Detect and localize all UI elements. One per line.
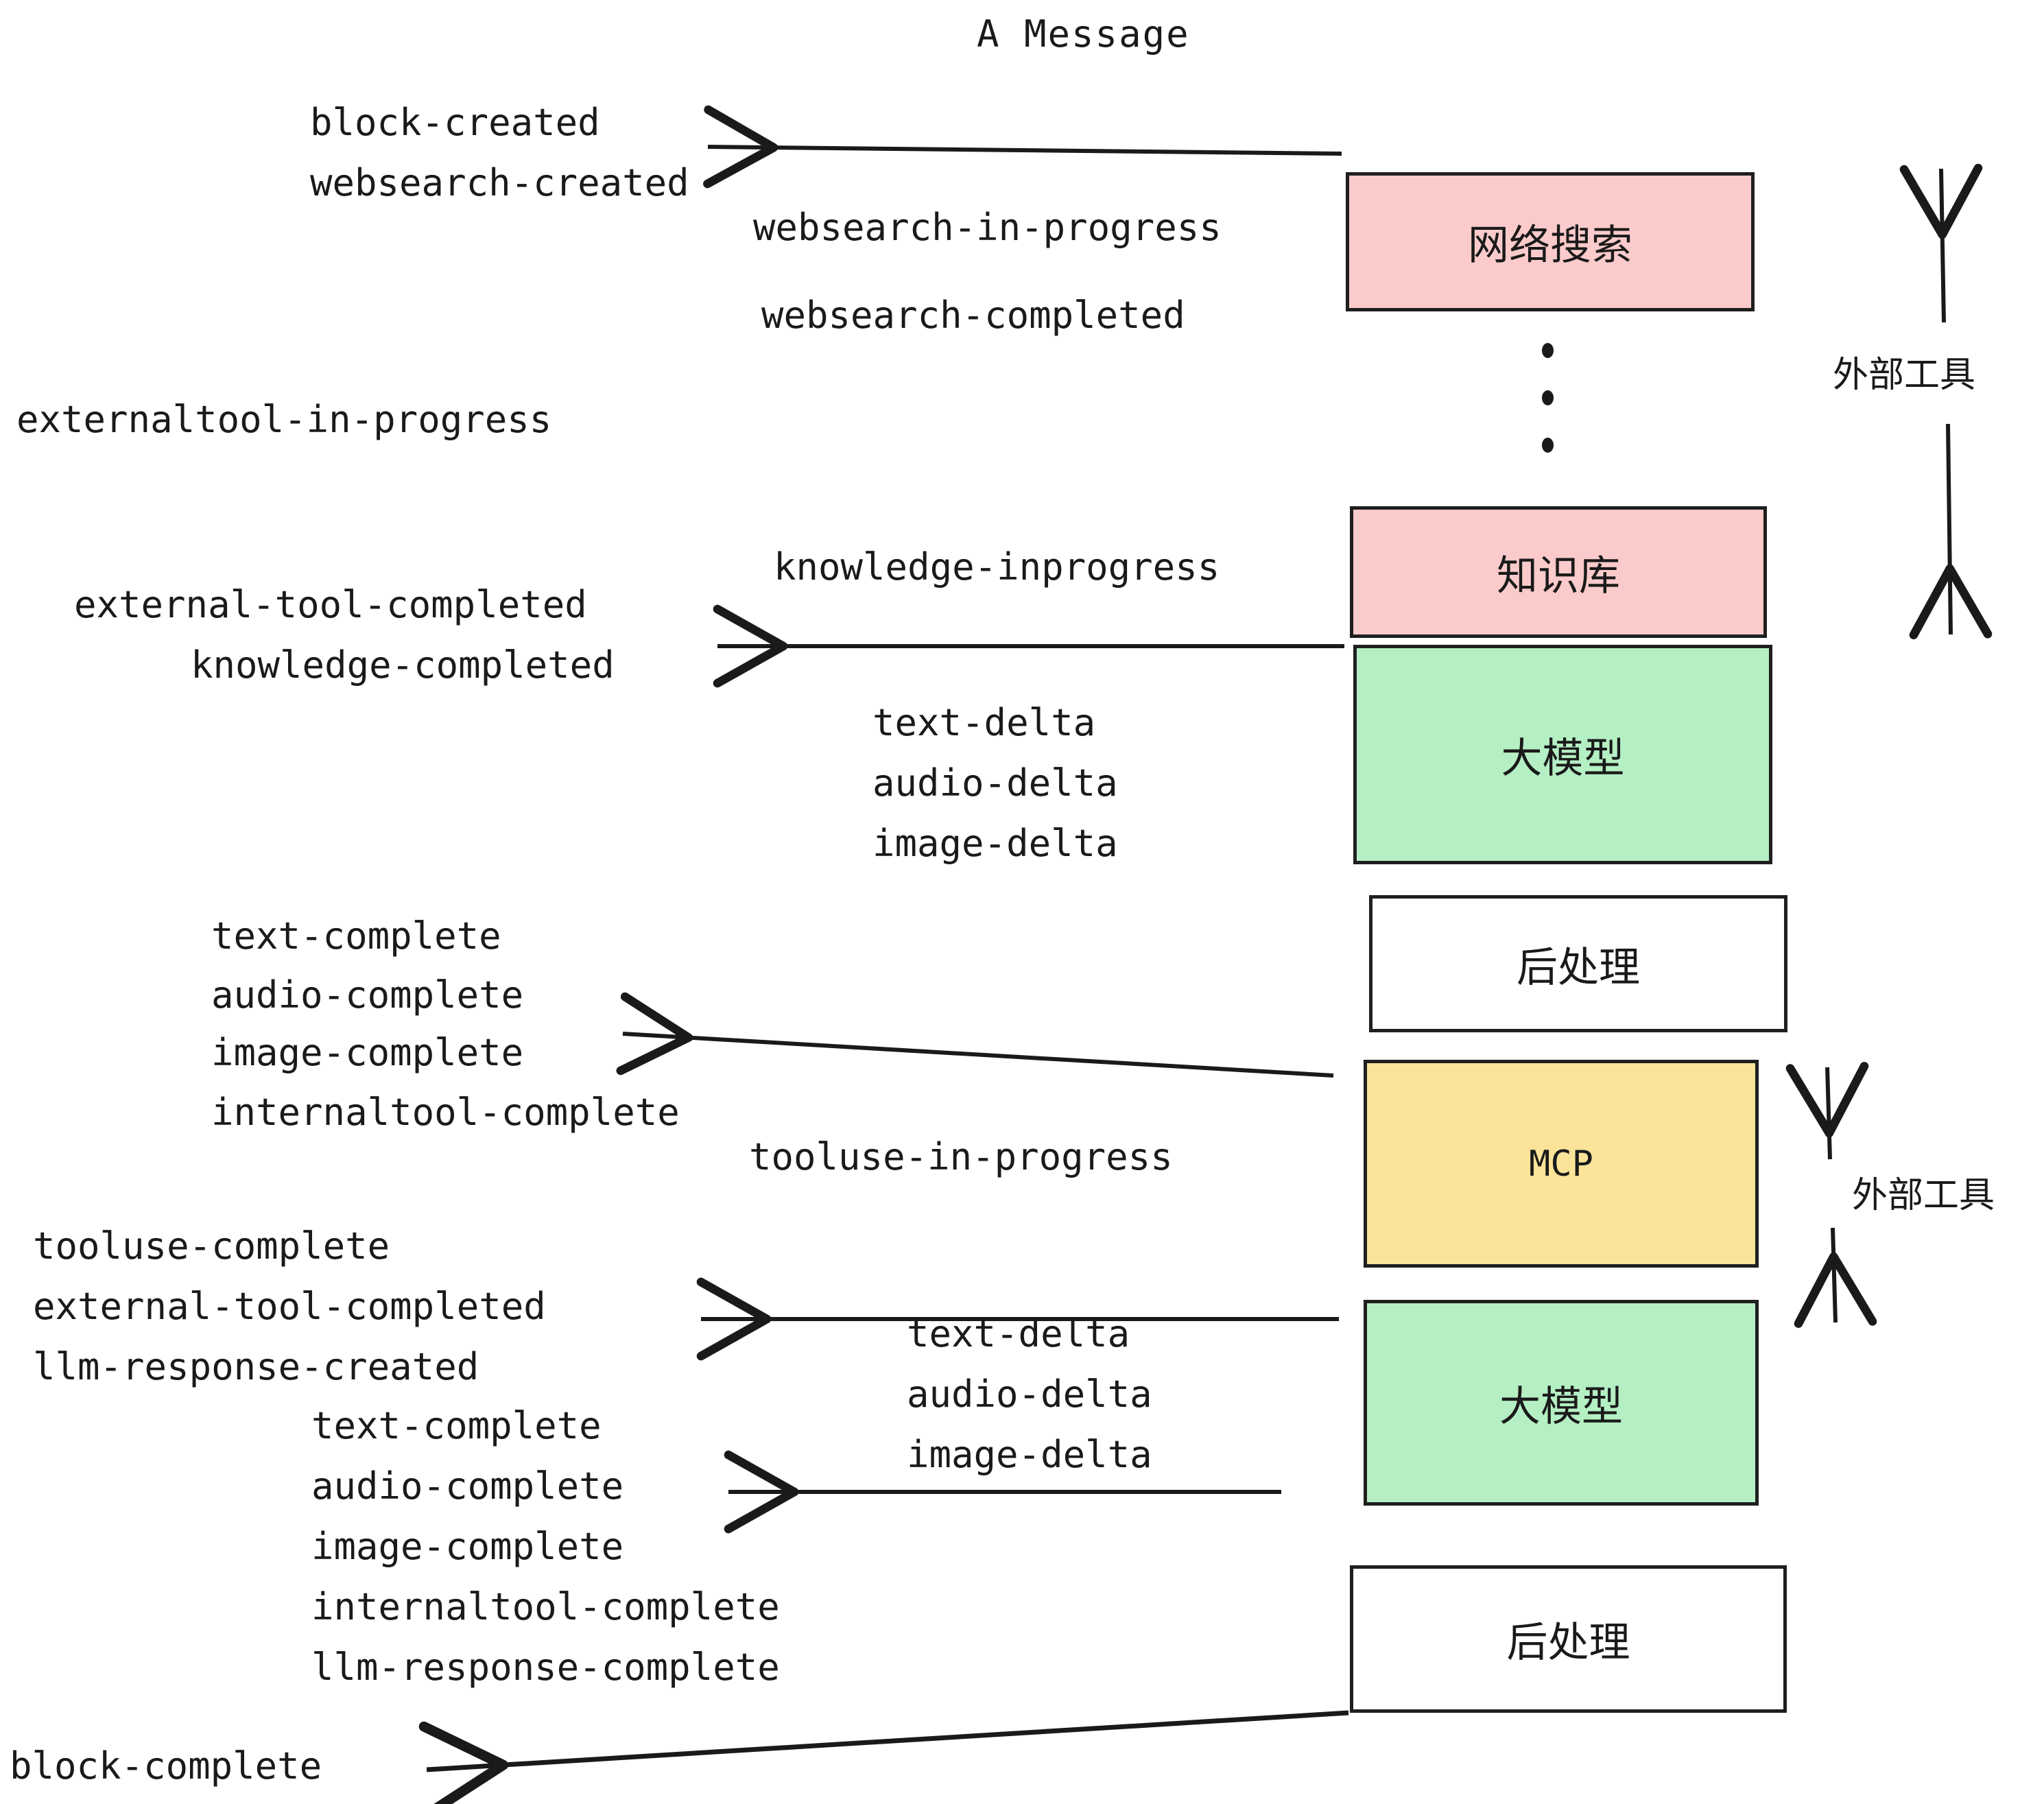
node-llm-bottom-label: 大模型 (1499, 1382, 1623, 1431)
event-image-complete-2: image-complete (311, 1525, 624, 1568)
event-block-complete: block-complete (10, 1744, 322, 1788)
event-image-delta-2: image-delta (907, 1433, 1152, 1476)
event-knowledge-completed: knowledge-completed (191, 643, 615, 687)
node-llm-top[interactable]: 大模型 (1353, 645, 1772, 864)
node-mcp-label: MCP (1529, 1143, 1593, 1185)
event-audio-delta-1: audio-delta (872, 761, 1118, 805)
event-websearch-completed: websearch-completed (761, 294, 1185, 337)
ellipsis-vertical (1539, 343, 1556, 453)
event-image-delta-1: image-delta (872, 822, 1118, 865)
external-tool-arrow-up-bottom (1785, 1062, 1869, 1160)
event-knowledge-inprogress: knowledge-inprogress (774, 545, 1220, 589)
node-knowledge-label: 知识库 (1497, 551, 1620, 600)
node-postprocess-bottom-label: 后处理 (1506, 1619, 1630, 1667)
external-tool-arrow-down-top (1909, 423, 1993, 640)
event-text-delta-2: text-delta (907, 1312, 1130, 1355)
event-external-tool-completed-2: external-tool-completed (33, 1285, 546, 1328)
ellipsis-dot (1541, 390, 1554, 405)
event-tooluse-complete: tooluse-complete (33, 1224, 390, 1268)
diagram-title: A Message (977, 12, 1190, 56)
node-postprocess-top[interactable]: 后处理 (1369, 895, 1787, 1032)
ellipsis-dot (1541, 438, 1554, 453)
external-tool-arrow-down-bottom (1794, 1227, 1877, 1328)
event-audio-delta-2: audio-delta (907, 1373, 1152, 1416)
ellipsis-dot (1541, 343, 1554, 358)
node-knowledge[interactable]: 知识库 (1350, 506, 1767, 638)
event-internaltool-complete-2: internaltool-complete (311, 1585, 780, 1628)
arrow-websearch-to-created (703, 105, 1342, 189)
group-label-external-tool-top: 外部工具 (1833, 355, 1976, 396)
node-websearch-label: 网络搜索 (1468, 222, 1632, 270)
event-block-created: block-created (310, 101, 600, 144)
node-postprocess-top-label: 后处理 (1517, 943, 1640, 992)
event-llm-response-complete: llm-response-complete (311, 1646, 780, 1689)
arrow-postprocess-to-block-complete (418, 1710, 1349, 1804)
event-tooluse-in-progress: tooluse-in-progress (749, 1135, 1173, 1178)
event-audio-complete-2: audio-complete (311, 1464, 624, 1508)
event-audio-complete-1: audio-complete (211, 973, 524, 1017)
node-websearch[interactable]: 网络搜索 (1346, 172, 1755, 311)
event-image-complete-1: image-complete (211, 1031, 524, 1074)
node-llm-bottom[interactable]: 大模型 (1364, 1300, 1759, 1506)
group-label-external-tool-bottom: 外部工具 (1852, 1175, 1995, 1216)
node-postprocess-bottom[interactable]: 后处理 (1350, 1565, 1787, 1713)
event-text-complete-2: text-complete (311, 1404, 602, 1447)
event-text-complete-1: text-complete (211, 914, 501, 958)
event-internaltool-complete-1: internaltool-complete (211, 1091, 680, 1134)
event-websearch-in-progress: websearch-in-progress (753, 206, 1222, 249)
event-text-delta-1: text-delta (872, 701, 1096, 744)
event-llm-response-created: llm-response-created (33, 1345, 479, 1388)
arrow-mcp-to-image-complete (616, 992, 1334, 1078)
node-mcp[interactable]: MCP (1364, 1060, 1759, 1268)
node-llm-top-label: 大模型 (1501, 734, 1625, 783)
external-tool-arrow-up-top (1899, 163, 1983, 323)
event-websearch-created: websearch-created (310, 161, 689, 204)
event-externaltool-in-progress: externaltool-in-progress (16, 398, 552, 441)
event-external-tool-completed-1: external-tool-completed (74, 583, 587, 626)
